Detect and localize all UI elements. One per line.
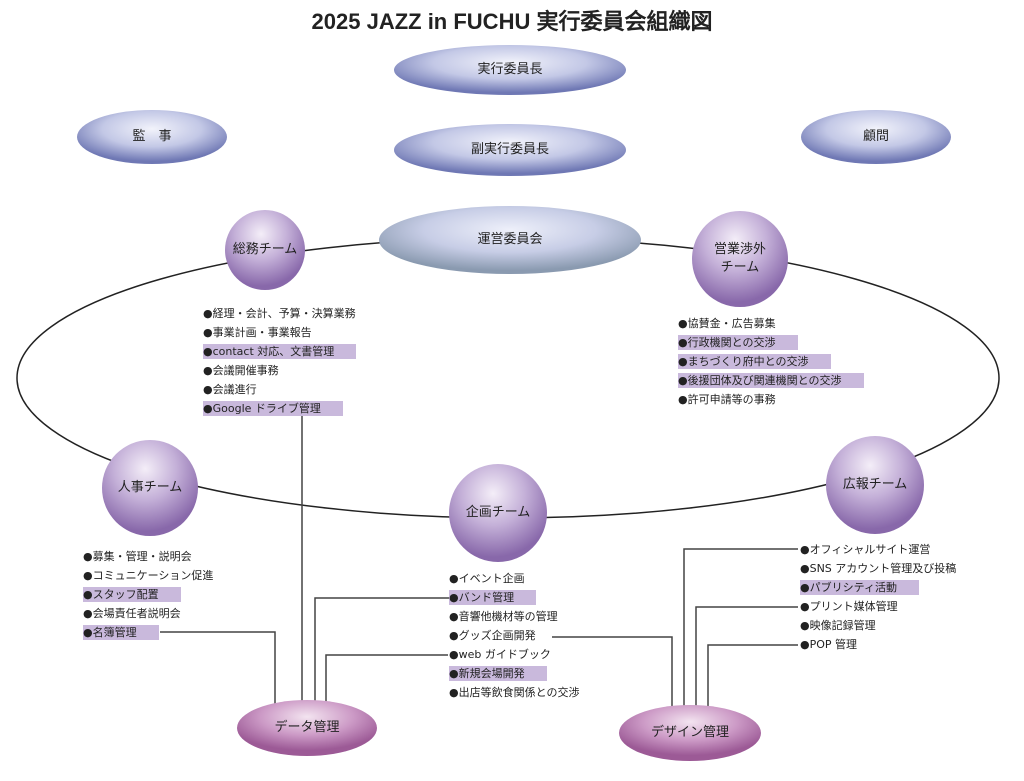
task-item: ●プリント媒体管理 bbox=[800, 597, 960, 616]
task-item: ●会議開催事務 bbox=[203, 361, 360, 380]
task-item: ●会議進行 bbox=[203, 380, 360, 399]
task-item: ●出店等飲食関係との交渉 bbox=[449, 683, 584, 702]
task-item: ●コミュニケーション促進 bbox=[83, 566, 217, 585]
task-item: ●POP 管理 bbox=[800, 635, 960, 654]
task-item: ●協賛金・広告募集 bbox=[678, 314, 864, 333]
task-item: ●web ガイドブック bbox=[449, 645, 584, 664]
task-item: ●スタッフ配置 bbox=[83, 585, 217, 604]
steering-node bbox=[379, 206, 641, 274]
task-item: ●イベント企画 bbox=[449, 569, 584, 588]
connector-pop-design bbox=[707, 644, 798, 707]
task-item-text: ●パブリシティ活動 bbox=[800, 580, 919, 595]
task-item-text: ●行政機関との交渉 bbox=[678, 335, 798, 350]
task-item: ●パブリシティ活動 bbox=[800, 578, 960, 597]
task-item: ●後援団体及び関連機関との交渉 bbox=[678, 371, 864, 390]
task-item-text: ●出店等飲食関係との交渉 bbox=[449, 686, 580, 699]
task-item: ●オフィシャルサイト運営 bbox=[800, 540, 960, 559]
task-item-text: ●協賛金・広告募集 bbox=[678, 317, 776, 330]
soumu-team-label: 総務チーム bbox=[232, 242, 298, 257]
task-item-text: ●バンド管理 bbox=[449, 590, 537, 605]
task-item-text: ●許可申請等の事務 bbox=[678, 393, 776, 406]
task-item: ●経理・会計、予算・決算業務 bbox=[203, 304, 360, 323]
connector-goods-design bbox=[552, 636, 673, 707]
task-item: ●募集・管理・説明会 bbox=[83, 547, 217, 566]
task-item-text: ●Google ドライブ管理 bbox=[203, 401, 343, 416]
connectors bbox=[160, 416, 798, 707]
connector-band-data bbox=[314, 597, 450, 702]
data-mgmt-label: データ管理 bbox=[274, 720, 340, 735]
task-item-text: ●会場責任者説明会 bbox=[83, 607, 181, 620]
jinji-team-label: 人事チーム bbox=[117, 480, 183, 495]
kouhou-team-label: 広報チーム bbox=[842, 477, 908, 492]
task-item-text: ●イベント企画 bbox=[449, 572, 525, 585]
eigyo-task-list: ●協賛金・広告募集 ●行政機関との交渉 ●まちづくり府中との交渉 ●後援団体及び関連機… bbox=[678, 314, 864, 409]
chair-label: 実行委員長 bbox=[477, 62, 543, 77]
task-item: ●音響他機材等の管理 bbox=[449, 607, 584, 626]
task-item-text: ●募集・管理・説明会 bbox=[83, 550, 192, 563]
task-item-text: ●スタッフ配置 bbox=[83, 587, 181, 602]
steering-label: 運営委員会 bbox=[477, 232, 543, 247]
task-item: ●SNS アカウント管理及び投稿 bbox=[800, 559, 960, 578]
vice-chair-label: 副実行委員長 bbox=[470, 142, 550, 157]
task-item-text: ●web ガイドブック bbox=[449, 648, 551, 661]
task-item: ●事業計画・事業報告 bbox=[203, 323, 360, 342]
task-item-text: ●SNS アカウント管理及び投稿 bbox=[800, 562, 957, 575]
task-item-text: ●コミュニケーション促進 bbox=[83, 569, 214, 582]
task-item-text: ●後援団体及び関連機関との交渉 bbox=[678, 373, 864, 388]
connector-web-data bbox=[325, 654, 448, 703]
task-item-text: ●音響他機材等の管理 bbox=[449, 610, 558, 623]
task-item: ●行政機関との交渉 bbox=[678, 333, 864, 352]
jinji-team-node bbox=[102, 440, 198, 536]
task-item: ●contact 対応、文書管理 bbox=[203, 342, 360, 361]
task-item: ●映像記録管理 bbox=[800, 616, 960, 635]
soumu-task-list: ●経理・会計、予算・決算業務 ●事業計画・事業報告 ●contact 対応、文書管理… bbox=[203, 304, 360, 418]
task-item: ●名簿管理 bbox=[83, 623, 217, 642]
vice-chair-node bbox=[394, 124, 626, 176]
task-item-text: ●映像記録管理 bbox=[800, 619, 876, 632]
kikaku-task-list: ●イベント企画 ●バンド管理 ●音響他機材等の管理 ●グッズ企画開発 ●web ガイドブ… bbox=[449, 569, 584, 702]
design-mgmt-node bbox=[619, 705, 761, 761]
task-item: ●Google ドライブ管理 bbox=[203, 399, 360, 418]
advisor-node bbox=[801, 110, 951, 164]
advisor-label: 顧問 bbox=[862, 129, 890, 144]
task-item-text: ●プリント媒体管理 bbox=[800, 600, 898, 613]
task-item-text: ●オフィシャルサイト運営 bbox=[800, 543, 931, 556]
task-item: ●会場責任者説明会 bbox=[83, 604, 217, 623]
page-title: 2025 JAZZ in FUCHU 実行委員会組織図 bbox=[311, 9, 713, 34]
task-item-text: ●事業計画・事業報告 bbox=[203, 326, 312, 339]
task-item: ●新規会場開発 bbox=[449, 664, 584, 683]
task-item: ●グッズ企画開発 bbox=[449, 626, 584, 645]
task-item: ●許可申請等の事務 bbox=[678, 390, 864, 409]
eigyo-team-label-line1: 営業渉外 bbox=[713, 242, 767, 257]
task-item-text: ●経理・会計、予算・決算業務 bbox=[203, 307, 356, 320]
task-item-text: ●POP 管理 bbox=[800, 638, 858, 651]
task-item-text: ●contact 対応、文書管理 bbox=[203, 344, 357, 359]
kikaku-team-node bbox=[449, 464, 547, 562]
task-item: ●まちづくり府中との交渉 bbox=[678, 352, 864, 371]
task-item-text: ●名簿管理 bbox=[83, 625, 159, 640]
auditor-node bbox=[77, 110, 227, 164]
task-item: ●バンド管理 bbox=[449, 588, 584, 607]
soumu-team-node bbox=[225, 210, 305, 290]
design-mgmt-label: デザイン管理 bbox=[650, 725, 730, 740]
task-item-text: ●新規会場開発 bbox=[449, 666, 547, 681]
kouhou-task-list: ●オフィシャルサイト運営 ●SNS アカウント管理及び投稿 ●パブリシティ活動 ●プリ… bbox=[800, 540, 960, 654]
data-mgmt-node bbox=[237, 700, 377, 756]
kikaku-team-label: 企画チーム bbox=[465, 505, 531, 520]
eigyo-team-label: 営業渉外 チーム bbox=[714, 241, 766, 277]
task-item-text: ●会議開催事務 bbox=[203, 364, 279, 377]
task-item-text: ●まちづくり府中との交渉 bbox=[678, 354, 831, 369]
jinji-task-list: ●募集・管理・説明会 ●コミュニケーション促進 ●スタッフ配置 ●会場責任者説明会 ●名… bbox=[83, 547, 217, 642]
connector-print-design bbox=[695, 606, 798, 706]
connector-site-design bbox=[683, 548, 798, 706]
eigyo-team-node bbox=[692, 211, 788, 307]
task-item-text: ●グッズ企画開発 bbox=[449, 629, 536, 642]
chair-node bbox=[394, 45, 626, 95]
eigyo-team-label-line2: チーム bbox=[720, 260, 760, 275]
task-item-text: ●会議進行 bbox=[203, 383, 257, 396]
connector-meibo-data bbox=[160, 631, 276, 704]
auditor-label: 監 事 bbox=[132, 129, 172, 144]
kouhou-team-node bbox=[826, 436, 924, 534]
